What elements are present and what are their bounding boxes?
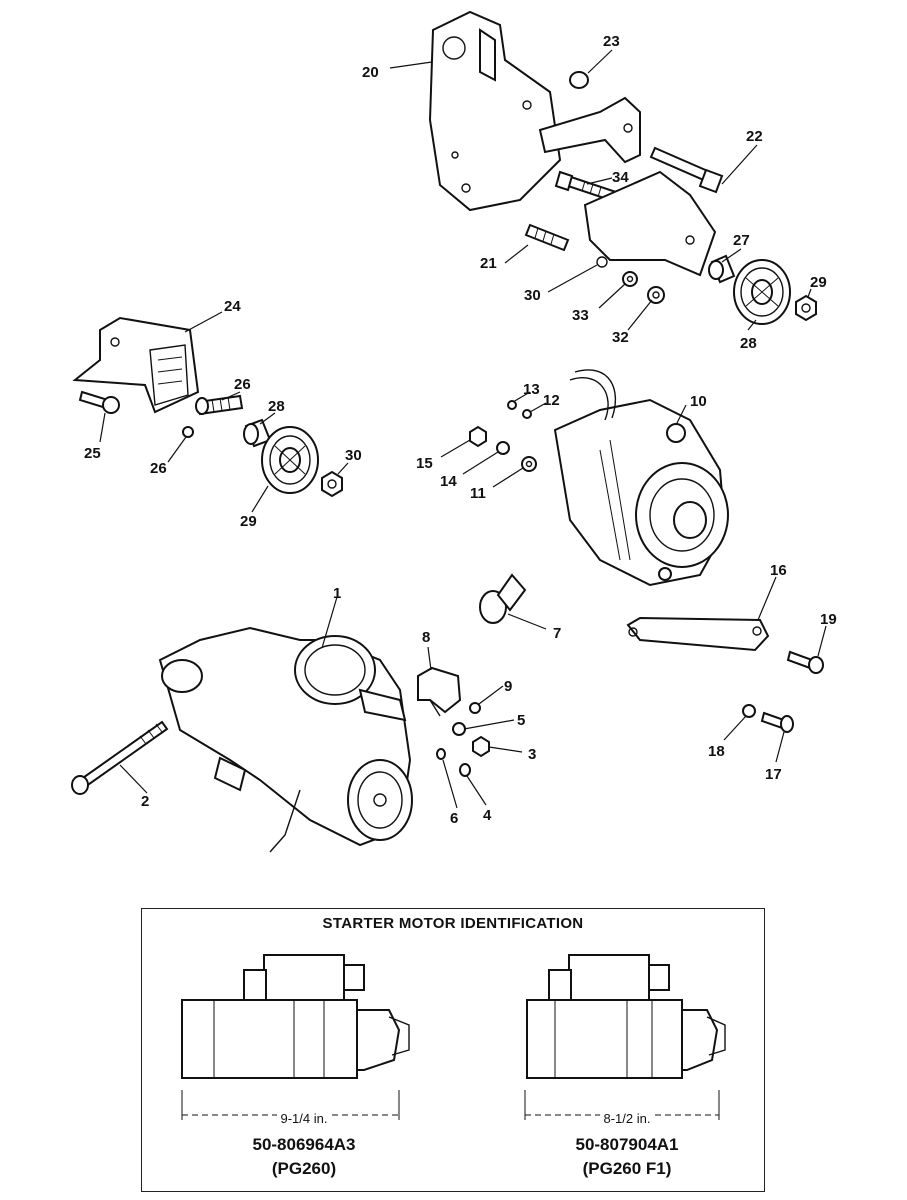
nut-part-12 xyxy=(522,409,532,419)
callout-33: 33 xyxy=(572,307,589,324)
nut-part-4 xyxy=(459,763,471,777)
mounting-bracket-part-20 xyxy=(428,10,641,212)
leader-lines xyxy=(99,49,827,809)
callout-13: 13 xyxy=(523,381,540,398)
nut-part-3 xyxy=(472,735,490,758)
brace-part-16 xyxy=(626,616,770,652)
callout-1: 1 xyxy=(333,585,341,602)
callout-4: 4 xyxy=(483,807,492,824)
bolt-part-22 xyxy=(649,146,724,194)
starter-motor-drawing-2 xyxy=(524,954,726,1120)
exploded-parts-diagram: 20 23 22 34 21 30 33 32 27 28 29 24 26 2… xyxy=(71,10,837,853)
callout-23: 23 xyxy=(603,33,620,50)
bolt-part-25 xyxy=(78,390,120,414)
callout-9: 9 xyxy=(504,678,512,695)
callout-5: 5 xyxy=(517,712,525,729)
motor-part-number-2: 50-807904A1 xyxy=(575,1135,679,1154)
bolt-part-19 xyxy=(786,650,824,674)
spacer-part-28-upper xyxy=(708,254,736,284)
callout-2: 2 xyxy=(141,793,149,810)
starter-motor-identification-box: STARTER MOTOR IDENTIFICATION 9-1/4 in. 5… xyxy=(141,908,765,1192)
washer-part-14 xyxy=(496,441,510,455)
adjuster-bracket xyxy=(583,170,717,277)
callout-11: 11 xyxy=(470,485,486,502)
callout-8: 8 xyxy=(422,629,430,646)
nut-part-9 xyxy=(469,702,481,714)
washer-part-5 xyxy=(452,722,466,736)
nut-part-13 xyxy=(507,400,517,410)
nut-part-23 xyxy=(569,71,589,89)
callout-28-lower: 28 xyxy=(268,398,285,415)
callout-7: 7 xyxy=(553,625,561,642)
callout-25: 25 xyxy=(84,445,101,462)
idler-pulley-part-29-lower xyxy=(261,426,319,494)
washer-part-11 xyxy=(521,456,537,472)
spacer-part-28-lower xyxy=(243,418,272,448)
callout-17: 17 xyxy=(765,766,782,783)
motor-part-number-1: 50-806964A3 xyxy=(252,1135,356,1154)
bracket-part-8 xyxy=(417,666,462,717)
bracket-part-24 xyxy=(72,316,200,414)
connector-part-7 xyxy=(479,573,527,624)
callout-22: 22 xyxy=(746,128,763,145)
locknut-part-30-upper xyxy=(795,294,817,322)
callout-27: 26 xyxy=(234,376,251,393)
washer-part-33 xyxy=(622,271,638,287)
callout-15: 15 xyxy=(416,455,433,472)
callout-21: 21 xyxy=(480,255,497,272)
callout-14: 14 xyxy=(440,473,457,490)
motor-panel-1: 9-1/4 in. 50-806964A3 (PG260) xyxy=(174,945,434,1185)
callout-30-lower: 30 xyxy=(345,447,362,464)
bolt-part-27 xyxy=(195,394,244,416)
motor-panel-2: 8-1/2 in. 50-807904A1 (PG260 F1) xyxy=(497,945,757,1185)
through-bolt-part-2 xyxy=(71,720,169,795)
alternator-part-10 xyxy=(553,369,729,587)
callout-32: 32 xyxy=(612,329,629,346)
callout-18: 18 xyxy=(708,743,725,760)
callout-3: 3 xyxy=(528,746,536,763)
nut-part-15 xyxy=(469,425,487,448)
callout-26: 26 xyxy=(150,460,167,477)
callout-labels: 20 23 22 34 21 30 33 32 27 28 29 24 26 2… xyxy=(84,33,837,827)
motor-model-2: (PG260 F1) xyxy=(582,1159,672,1178)
starter-motor-part-1 xyxy=(158,626,413,853)
callout-6: 6 xyxy=(450,810,458,827)
motor-dimension-2: 8-1/2 in. xyxy=(497,1111,757,1126)
motor-model-1: (PG260) xyxy=(271,1159,337,1178)
callout-19: 19 xyxy=(820,611,837,628)
washer-part-26 xyxy=(182,426,194,438)
callout-16: 16 xyxy=(770,562,787,579)
callout-29-upper: 28 xyxy=(740,335,757,352)
callout-20: 20 xyxy=(362,64,379,81)
callout-30-upper: 29 xyxy=(810,274,827,291)
identification-title: STARTER MOTOR IDENTIFICATION xyxy=(322,915,584,932)
starter-motor-drawing-1 xyxy=(181,954,410,1120)
callout-31: 30 xyxy=(524,287,541,304)
callout-12: 12 xyxy=(543,392,560,409)
callout-28-upper: 27 xyxy=(733,232,750,249)
locknut-part-30-lower xyxy=(321,470,343,498)
washer-part-18 xyxy=(742,704,756,718)
callout-34: 34 xyxy=(612,169,629,186)
idler-pulley-part-29-upper xyxy=(733,259,791,325)
callout-10: 10 xyxy=(690,393,707,410)
washer-part-6 xyxy=(436,748,446,760)
nut-part-32 xyxy=(647,286,665,304)
stud-part-21 xyxy=(524,223,570,252)
callout-29-lower: 29 xyxy=(240,513,257,530)
motor-dimension-1: 9-1/4 in. xyxy=(174,1111,434,1126)
bolt-part-17 xyxy=(760,711,794,733)
callout-24: 24 xyxy=(224,298,241,315)
